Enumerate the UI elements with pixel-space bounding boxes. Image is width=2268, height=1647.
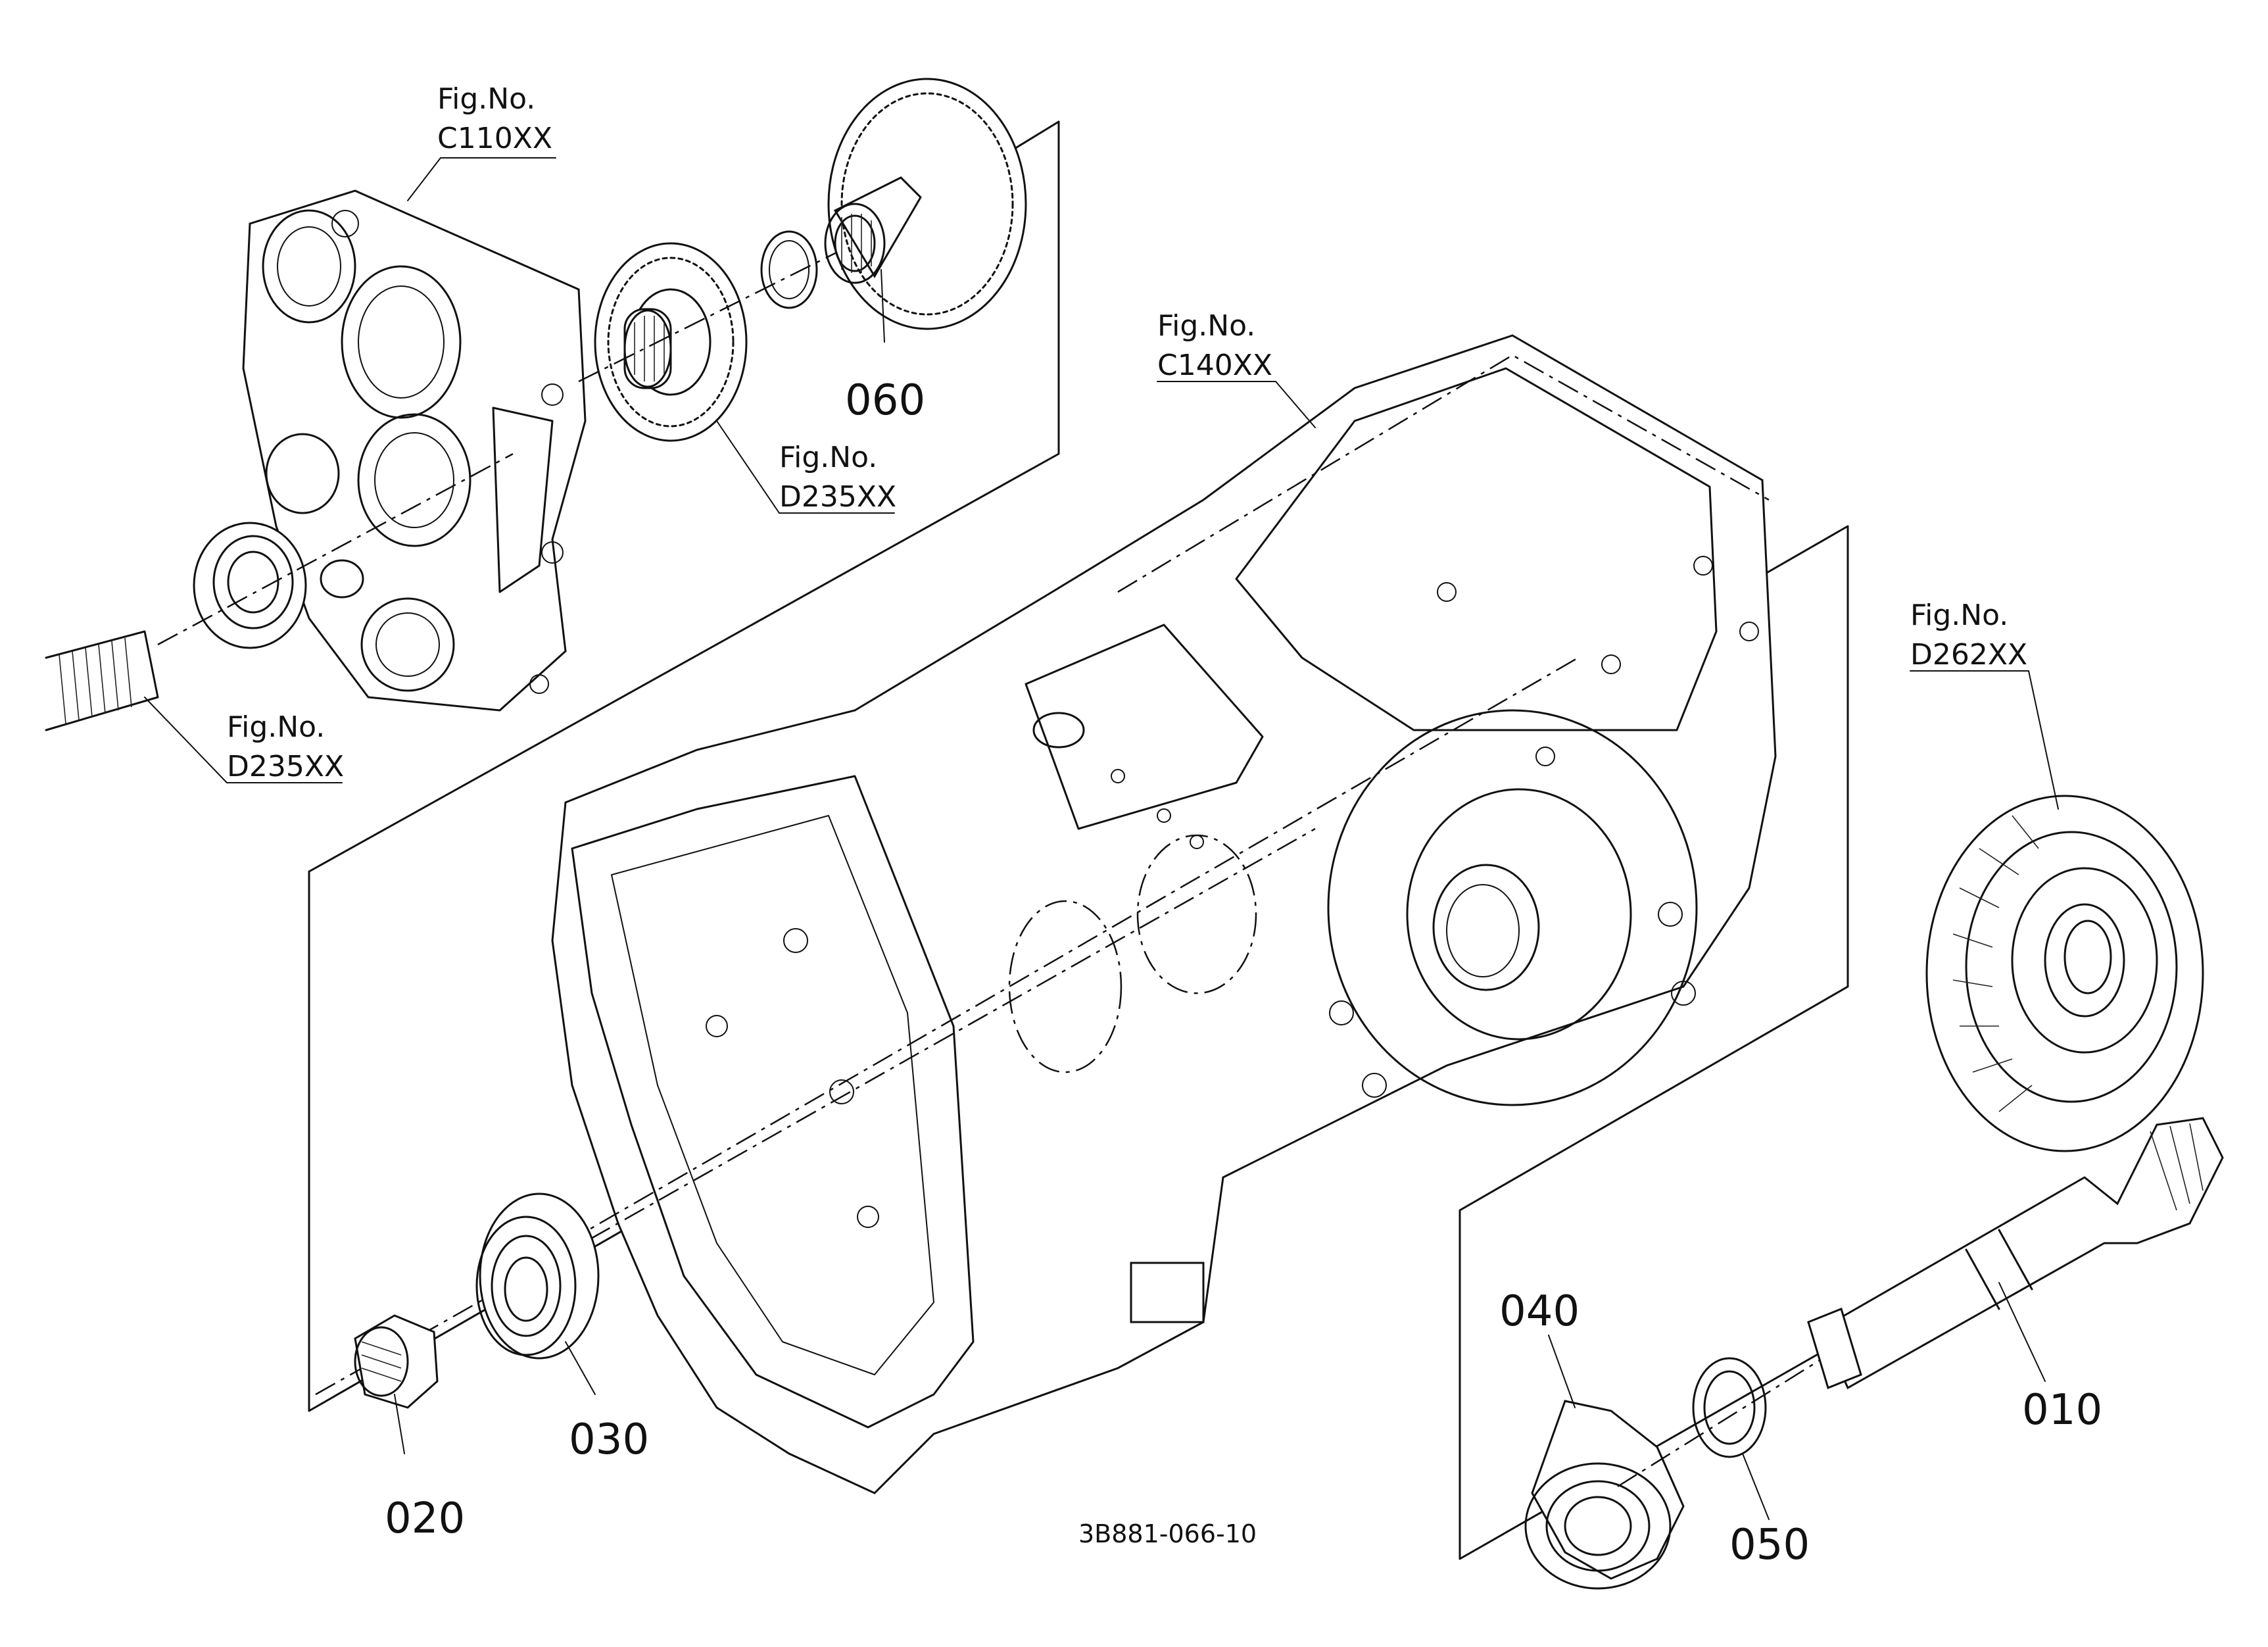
svg-text:C140XX: C140XX — [1157, 349, 1272, 382]
svg-text:Fig.No.: Fig.No. — [1157, 309, 1255, 343]
drawing-code: 3B881-066-10 — [1078, 1519, 1257, 1548]
fig-ref-c140xx: Fig.No. C140XX — [1157, 309, 1272, 382]
part-040-bearing — [1524, 1400, 1685, 1590]
svg-text:D262XX: D262XX — [1910, 638, 2027, 672]
part-030-bearing — [475, 1192, 600, 1360]
transmission-case — [315, 334, 1777, 1494]
part-label-040: 040 — [1499, 1287, 1580, 1336]
part-label-050: 050 — [1729, 1521, 1810, 1569]
bevel-ring-gear — [1925, 795, 2204, 1152]
svg-text:Fig.No.: Fig.No. — [227, 710, 325, 744]
idler-gear — [594, 242, 748, 442]
svg-text:Fig.No.: Fig.No. — [1910, 599, 2008, 632]
part-label-020: 020 — [385, 1494, 465, 1543]
part-020-nut — [354, 1314, 439, 1409]
fig-ref-d235xx-shaft: Fig.No. D235XX — [227, 710, 344, 783]
fig-ref-c110xx: Fig.No. C110XX — [437, 82, 552, 155]
fig-ref-d235xx-gear: Fig.No. D235XX — [779, 441, 896, 514]
part-label-010: 010 — [2022, 1386, 2102, 1435]
front-cover-housing — [242, 189, 587, 712]
input-shaft-stub — [45, 630, 159, 731]
svg-text:Fig.No.: Fig.No. — [779, 441, 877, 474]
part-label-030: 030 — [569, 1415, 649, 1464]
svg-text:Fig.No.: Fig.No. — [437, 82, 535, 116]
svg-text:D235XX: D235XX — [227, 750, 344, 783]
svg-text:D235XX: D235XX — [779, 480, 896, 514]
shaft-bearing — [157, 453, 514, 649]
part-060-gear — [824, 78, 1027, 330]
part-label-060: 060 — [845, 376, 925, 425]
svg-text:C110XX: C110XX — [437, 122, 552, 155]
part-010-pinion-shaft — [1807, 1117, 2224, 1390]
fig-ref-d262xx: Fig.No. D262XX — [1910, 599, 2027, 672]
part-050-washer — [1617, 1354, 1829, 1488]
snap-ring — [578, 230, 856, 383]
leader-lines — [144, 157, 2059, 1520]
